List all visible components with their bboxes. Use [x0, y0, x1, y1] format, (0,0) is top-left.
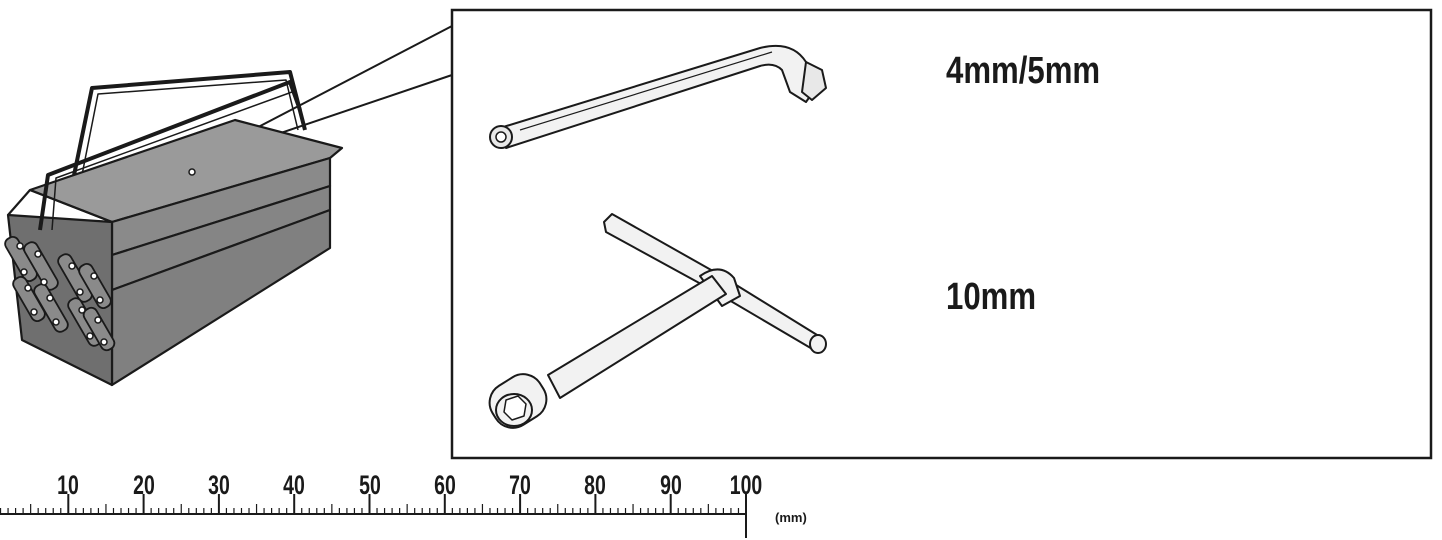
- tee-wrench-size-label: 10mm: [946, 276, 1037, 318]
- zoom-panel: [450, 8, 1433, 460]
- ruler-number: 40: [283, 470, 306, 500]
- allen-key-size-label: 4mm/5mm: [946, 50, 1101, 92]
- ruler: [0, 494, 747, 538]
- toolbox-icon: [4, 70, 344, 387]
- ruler-number: 100: [729, 470, 763, 500]
- ruler-number: 70: [509, 470, 531, 500]
- ruler-number: 30: [208, 470, 230, 500]
- ruler-number: 90: [659, 470, 682, 500]
- ruler-number: 20: [132, 470, 155, 500]
- ruler-number: 50: [358, 470, 381, 500]
- allen-key-icon: [489, 44, 827, 149]
- ruler-number: 60: [433, 470, 456, 500]
- ruler-number: 10: [57, 470, 80, 500]
- ruler-unit-label: (mm): [775, 510, 807, 525]
- tee-wrench-icon: [488, 213, 827, 429]
- ruler-number: 80: [584, 470, 607, 500]
